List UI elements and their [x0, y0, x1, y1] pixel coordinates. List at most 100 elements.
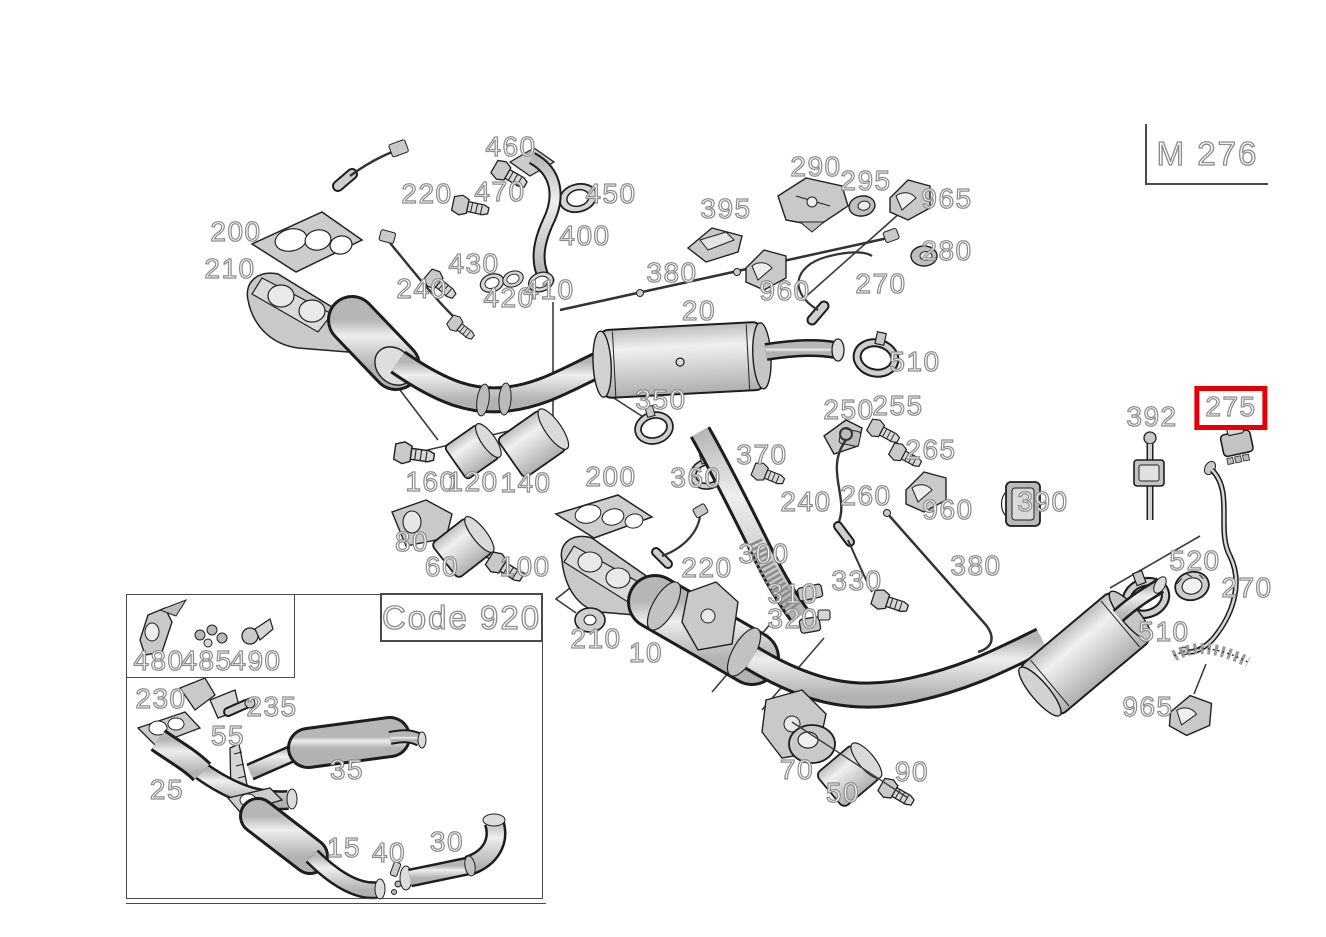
part-number: 390	[1017, 486, 1069, 517]
part-number-label[interactable]: 470	[474, 176, 525, 208]
part-number-label[interactable]: 200	[585, 461, 636, 493]
part-number-label[interactable]: 490	[230, 645, 281, 677]
oxygen-sensor-220-mid	[651, 503, 709, 569]
part-number-label[interactable]: 320	[767, 603, 818, 635]
part-number-label[interactable]: 50	[825, 777, 860, 809]
front-oxygen-sensor	[332, 139, 409, 192]
part-number-label[interactable]: 265	[905, 434, 956, 466]
part-number-label[interactable]: 960	[759, 275, 810, 307]
hanger-bracket-a	[681, 581, 739, 651]
part-number-label[interactable]: 480	[133, 645, 184, 677]
part-number-label[interactable]: 25	[149, 774, 185, 806]
part-number-label[interactable]: 400	[559, 220, 610, 252]
part-number: 270	[855, 268, 907, 299]
part-number: 960	[759, 275, 811, 306]
part-number-label[interactable]: 450	[585, 178, 636, 210]
part-number: 370	[736, 439, 788, 470]
part-number-label[interactable]: 270	[855, 268, 906, 300]
engine-code-label: M 276	[1156, 135, 1259, 172]
clip-310	[796, 583, 824, 602]
part-number-label[interactable]: 40	[371, 837, 406, 869]
part-number-label[interactable]: 240	[396, 273, 447, 305]
holder-390	[1000, 481, 1041, 527]
part-number-label[interactable]: 90	[894, 756, 929, 788]
part-number-label[interactable]: 260	[840, 480, 891, 512]
part-number-label[interactable]: 370	[736, 439, 787, 471]
part-number-label[interactable]: 10	[628, 637, 663, 669]
part-number: 400	[559, 220, 611, 251]
part-number-label[interactable]: 510	[889, 346, 940, 378]
part-number-label[interactable]: 70	[779, 754, 814, 786]
part-number-label[interactable]: 210	[204, 253, 255, 285]
part-number: 255	[872, 390, 924, 421]
part-number-label[interactable]: 220	[401, 178, 452, 210]
part-number-label[interactable]: 485	[181, 645, 232, 677]
part-number: 380	[646, 257, 698, 288]
part-number-label[interactable]: 240	[780, 486, 831, 518]
bracket-480	[139, 598, 188, 656]
part-number-label[interactable]: 460	[485, 131, 536, 163]
part-number-label[interactable]: 270	[1221, 572, 1272, 604]
part-number: 240	[396, 273, 448, 304]
part-number: 280	[921, 235, 973, 266]
part-number: 470	[474, 176, 526, 207]
part-number-label[interactable]: 55	[210, 720, 245, 752]
part-number-label[interactable]: 20	[681, 295, 716, 327]
part-number: 520	[1169, 545, 1221, 576]
center-muffler-upper	[592, 321, 772, 399]
part-number-label[interactable]: 300	[738, 538, 789, 570]
part-number-label[interactable]: 160	[405, 466, 456, 498]
part-number-label[interactable]: 310	[767, 578, 818, 610]
part-number-label[interactable]: 960	[922, 494, 973, 526]
part-number-label[interactable]: 235	[246, 691, 297, 723]
part-number-label[interactable]: 275	[1194, 386, 1268, 430]
part-number-label[interactable]: 35	[329, 754, 364, 786]
part-number-label[interactable]: 30	[429, 826, 464, 858]
part-number: 200	[585, 461, 637, 492]
part-number-label[interactable]: 290	[790, 151, 841, 183]
part-number-label[interactable]: 330	[831, 565, 882, 597]
part-number: 392	[1126, 401, 1178, 432]
part-number: 25	[149, 774, 185, 805]
part-number-label[interactable]: 220	[681, 552, 732, 584]
part-number-label[interactable]: 965	[1122, 691, 1173, 723]
part-number-label[interactable]: 390	[1017, 486, 1068, 518]
part-number-label[interactable]: 360	[670, 462, 721, 494]
part-number-label[interactable]: 80	[394, 526, 429, 558]
part-number-label[interactable]: 15	[326, 832, 361, 864]
lower-exhaust-assembly	[560, 426, 1167, 812]
part-number-label[interactable]: 430	[448, 248, 499, 280]
part-number-label[interactable]: 210	[570, 623, 621, 655]
part-number: 120	[447, 466, 499, 497]
code920-section-underline	[126, 903, 546, 904]
sensor-tubes	[559, 227, 993, 654]
part-number-label[interactable]: 380	[950, 550, 1001, 582]
part-number-label[interactable]: 520	[1169, 545, 1220, 577]
part-number-label[interactable]: 120	[447, 466, 498, 498]
part-number: 965	[1122, 691, 1174, 722]
part-number-label[interactable]: 965	[921, 183, 972, 215]
muffler-35	[246, 716, 427, 781]
part-number: 200	[210, 216, 262, 247]
part-number: 270	[1221, 572, 1273, 603]
part-number-label[interactable]: 230	[135, 683, 186, 715]
part-number-label[interactable]: 140	[500, 467, 551, 499]
part-number-label[interactable]: 420	[483, 282, 534, 314]
part-number-label[interactable]: 295	[840, 165, 891, 197]
part-number-label[interactable]: 255	[872, 390, 923, 422]
part-number-label[interactable]: 510	[1138, 616, 1189, 648]
part-number-label[interactable]: 200	[210, 216, 261, 248]
code920-parts	[136, 598, 507, 900]
part-number-label[interactable]: 395	[700, 193, 751, 225]
part-number-label[interactable]: 380	[646, 257, 697, 289]
part-number: 510	[1138, 616, 1190, 647]
part-number-label[interactable]: 250	[823, 394, 874, 426]
part-number-label[interactable]: 350	[635, 384, 686, 416]
part-number: 100	[499, 551, 551, 582]
part-number-label[interactable]: 100	[499, 551, 550, 583]
part-number-label[interactable]: 280	[921, 235, 972, 267]
tailpipe-30	[399, 813, 507, 891]
part-number-label[interactable]: 392	[1126, 401, 1177, 433]
part-number-label[interactable]: 410	[523, 274, 574, 306]
part-number-label[interactable]: 60	[424, 551, 459, 583]
